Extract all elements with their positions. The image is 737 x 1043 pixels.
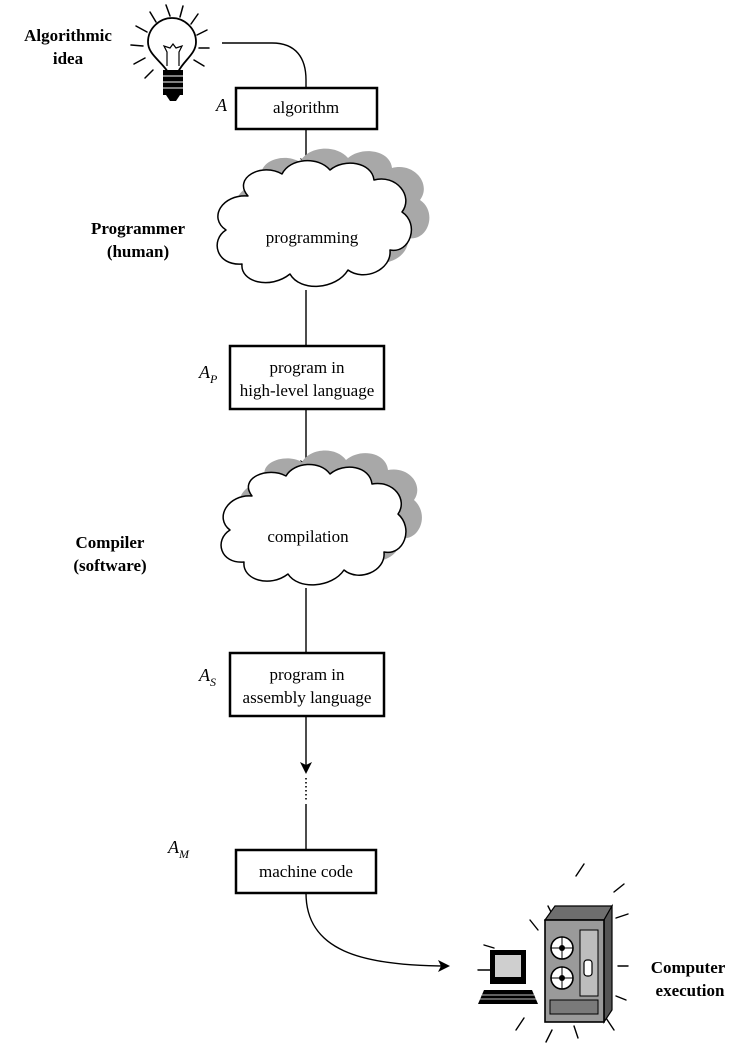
assembly-box-line2: assembly language: [243, 688, 372, 707]
highlevel-box-line1: program in: [269, 358, 345, 377]
compilation-cloud-label: compilation: [267, 527, 349, 546]
machine-code-box: AM machine code: [167, 837, 378, 895]
programmer-label-line1: Programmer: [91, 219, 186, 238]
lightbulb-icon: [130, 4, 210, 101]
assembly-symbol: AS: [198, 665, 216, 689]
compiler-label-line2: (software): [73, 556, 146, 575]
programming-cloud-label: programming: [266, 228, 359, 247]
algorithm-box-label: algorithm: [273, 98, 339, 117]
computer-label-line2: execution: [656, 981, 725, 1000]
computer-label-line1: Computer: [651, 958, 726, 977]
algorithm-box: A algorithm: [215, 86, 379, 131]
connector-idea-to-algorithm: [222, 42, 307, 88]
assembly-box-line1: program in: [269, 665, 345, 684]
computer-icon: [477, 863, 629, 1043]
idea-label-line1: Algorithmic: [24, 26, 112, 45]
highlevel-program-box: AP program in high-level language: [198, 344, 386, 411]
idea-label-line2: idea: [53, 49, 84, 68]
compilation-cloud: compilation: [220, 450, 422, 586]
compiler-label-line1: Compiler: [76, 533, 145, 552]
machine-box-label: machine code: [259, 862, 353, 881]
programming-cloud: programming: [216, 148, 430, 288]
algorithm-symbol: A: [215, 95, 228, 115]
machine-symbol: AM: [167, 837, 190, 861]
programmer-label-line2: (human): [107, 242, 169, 261]
highlevel-symbol: AP: [198, 362, 218, 386]
highlevel-box-line2: high-level language: [240, 381, 375, 400]
assembly-program-box: AS program in assembly language: [198, 651, 386, 718]
arrow-to-computer: [305, 892, 450, 972]
